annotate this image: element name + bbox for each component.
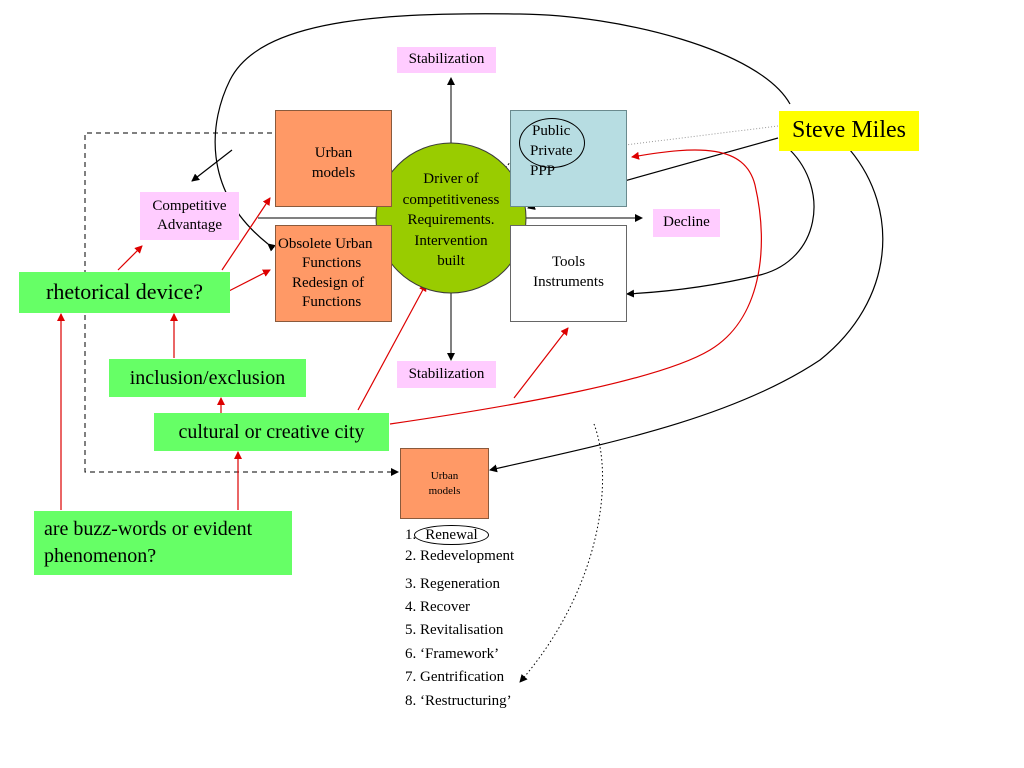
- urban-models-small-line-2: models: [428, 484, 461, 497]
- competitive-advantage-line-2: Advantage: [157, 217, 222, 233]
- steve-miles-label: Steve Miles: [779, 111, 919, 151]
- arrow-to-competitive-advantage: [191, 149, 233, 182]
- driver-line-1: Driver of: [423, 171, 479, 187]
- urban-models-small-box: Urban models: [400, 448, 489, 519]
- list-item: 1. Renewal: [405, 524, 489, 546]
- decline-label: Decline: [653, 209, 720, 237]
- decline-text: Decline: [663, 214, 710, 231]
- buzz-words-box: are buzz-words or evident phenomenon?: [34, 511, 292, 575]
- rhetorical-device-text: rhetorical device?: [46, 279, 203, 305]
- tools-line-1: Tools: [551, 254, 586, 270]
- obsolete-line-2: Functions: [302, 255, 362, 271]
- stabilization-bottom-text: Stabilization: [408, 365, 485, 382]
- driver-line-5: built: [437, 253, 465, 269]
- public-line: Public: [532, 123, 571, 139]
- list-item: 4. Recover: [405, 599, 470, 615]
- competitive-advantage-line-1: Competitive: [152, 197, 227, 214]
- list-item: 8. ‘Restructuring’: [405, 693, 512, 709]
- urban-models-top-box: Urban models: [275, 110, 392, 207]
- cultural-creative-city-text: cultural or creative city: [178, 421, 365, 443]
- steve-miles-text: Steve Miles: [792, 117, 906, 144]
- loop-top-curve: [214, 13, 791, 252]
- list-item-number: 1.: [405, 527, 417, 543]
- red-arrow-cult-to-tools: [513, 327, 569, 399]
- inclusion-exclusion-box: inclusion/exclusion: [109, 359, 306, 397]
- driver-line-4: Intervention: [414, 232, 488, 249]
- obsolete-functions-box: Obsolete Urban Functions Redesign of Fun…: [275, 225, 392, 322]
- private-line: Private: [530, 143, 573, 159]
- red-arrow-cult-to-driver: [357, 283, 427, 411]
- list-item: 3. Regeneration: [405, 576, 500, 592]
- driver-text: Driver of competitiveness Requirements. …: [376, 169, 526, 272]
- dotted-to-restructuring: [519, 423, 604, 683]
- obsolete-line-3: Redesign of: [292, 274, 365, 291]
- list-item: 2. Redevelopment: [405, 548, 515, 564]
- list-item-text: Renewal: [425, 527, 478, 543]
- public-private-text: Public Private PPP: [520, 121, 590, 181]
- driver-line-3: Requirements.: [407, 212, 495, 228]
- public-private-oval: [519, 118, 585, 168]
- list-item: 7. Gentrification: [405, 669, 505, 685]
- dashed-feedback-loop: [84, 132, 399, 476]
- red-arrow-rhet-to-compadv: [117, 245, 143, 271]
- stabilization-bottom-label: Stabilization: [397, 361, 496, 388]
- obsolete-line-1: Obsolete Urban: [278, 235, 373, 252]
- tools-instruments-box: Tools Instruments: [510, 225, 627, 322]
- renewal-oval: Renewal: [414, 525, 489, 545]
- urban-models-top-line-1: Urban: [314, 145, 353, 161]
- obsolete-line-4: Functions: [302, 294, 362, 310]
- stabilization-top-label: Stabilization: [397, 47, 496, 73]
- driver-circle: [375, 142, 527, 294]
- driver-line-2: competitiveness: [402, 191, 500, 208]
- list-item: 5. Revitalisation: [405, 622, 504, 638]
- arrow-steve-to-urban-models: [489, 149, 884, 473]
- red-arrow-cult-to-ppp: [389, 149, 762, 425]
- buzz-words-line-2: phenomenon?: [44, 545, 157, 567]
- arrow-steve-to-tools: [626, 149, 815, 298]
- list-item: 6. ‘Framework’: [405, 646, 500, 662]
- buzz-words-line-1: are buzz-words or evident: [44, 518, 253, 540]
- inclusion-exclusion-text: inclusion/exclusion: [129, 367, 286, 389]
- competitive-advantage-label: Competitive Advantage: [140, 192, 239, 240]
- urban-models-top-line-2: models: [311, 164, 356, 181]
- stabilization-top-text: Stabilization: [408, 51, 485, 68]
- urban-models-small-line-1: Urban: [430, 469, 459, 482]
- red-arrow-rhet-to-obsolete: [224, 269, 271, 294]
- tools-line-2: Instruments: [533, 273, 604, 290]
- rhetorical-device-box: rhetorical device?: [19, 272, 230, 313]
- red-arrow-rhet-to-urban: [221, 197, 271, 271]
- ppp-line: PPP: [530, 163, 556, 179]
- cultural-creative-city-box: cultural or creative city: [154, 413, 389, 451]
